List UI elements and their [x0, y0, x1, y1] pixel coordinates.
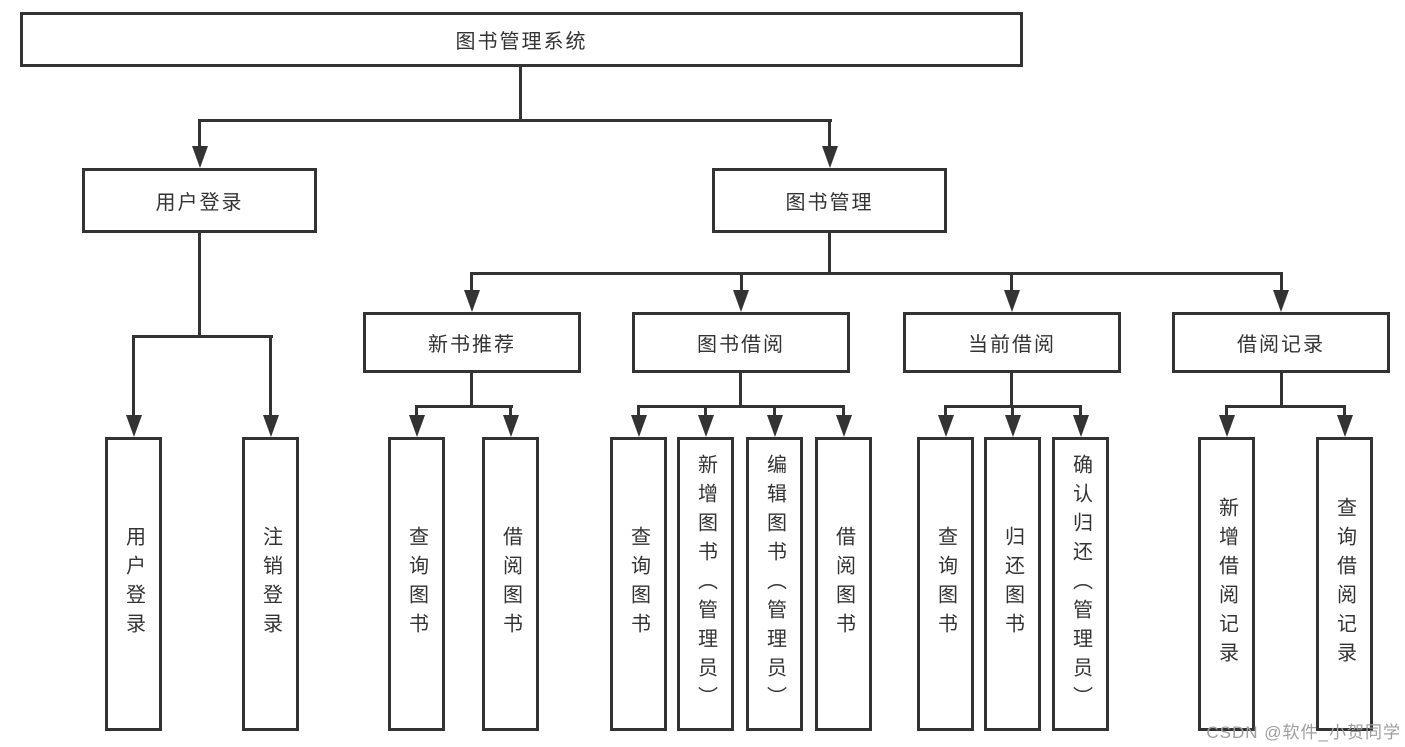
- leaf-cb-confirm-return-admin: 确认归还（管理员）: [1052, 437, 1109, 731]
- node-book-management: 图书管理: [712, 168, 947, 233]
- connector-borrow-record-crossbar: [1225, 405, 1346, 408]
- connector-user-login-crossbar: [132, 335, 273, 338]
- arrowhead-current-borrow: [1004, 290, 1020, 312]
- arrowhead-cb-return: [1005, 415, 1021, 437]
- arrowhead-leaf-logout: [263, 415, 279, 437]
- connector-drop-br-query: [1343, 405, 1346, 415]
- connector-drop-new-book-recommend: [470, 272, 473, 290]
- leaf-nbr-borrow-books-label: 借阅图书: [499, 526, 522, 642]
- root-node-label: 图书管理系统: [455, 31, 588, 53]
- leaf-logout: 注销登录: [242, 437, 299, 731]
- node-current-borrow-label: 当前借阅: [968, 334, 1056, 356]
- arrowhead-new-book-recommend: [464, 290, 480, 312]
- connector-drop-book-management: [828, 119, 831, 147]
- arrowhead-br-query: [1337, 415, 1353, 437]
- arrowhead-nbr-borrow: [503, 415, 519, 437]
- connector-drop-br-add: [1225, 405, 1228, 415]
- connector-drop-leaf-user-login: [132, 335, 135, 415]
- connector-drop-book-borrow: [740, 272, 743, 290]
- leaf-logout-label: 注销登录: [259, 526, 282, 642]
- leaf-bb-edit-books-admin-label: 编辑图书（管理员）: [763, 453, 786, 715]
- connector-drop-cb-query: [944, 405, 947, 415]
- arrowhead-cb-query: [938, 415, 954, 437]
- connector-drop-cb-confirm: [1079, 405, 1082, 415]
- connector-drop-cb-return: [1011, 405, 1014, 415]
- connector-borrow-record-stem: [1280, 373, 1283, 408]
- leaf-br-query-record: 查询借阅记录: [1316, 437, 1373, 731]
- arrowhead-leaf-user-login: [126, 415, 142, 437]
- leaf-br-add-record-label: 新增借阅记录: [1215, 497, 1238, 671]
- node-user-login-label: 用户登录: [155, 192, 244, 214]
- connector-drop-current-borrow: [1010, 272, 1013, 290]
- leaf-user-login: 用户登录: [105, 437, 162, 731]
- leaf-bb-borrow-books: 借阅图书: [815, 437, 872, 731]
- arrowhead-cb-confirm: [1073, 415, 1089, 437]
- connector-drop-leaf-logout: [269, 335, 272, 415]
- connector-current-borrow-stem: [1010, 373, 1013, 408]
- connector-drop-bb-query: [637, 405, 640, 415]
- leaf-nbr-query-books: 查询图书: [388, 437, 445, 731]
- connector-user-login-stem: [198, 233, 201, 338]
- leaf-br-add-record: 新增借阅记录: [1198, 437, 1255, 731]
- leaf-bb-query-books: 查询图书: [610, 437, 667, 731]
- arrowhead-user-login: [192, 146, 208, 168]
- connector-drop-bb-add: [704, 405, 707, 415]
- connector-drop-bb-edit: [773, 405, 776, 415]
- arrowhead-br-add: [1219, 415, 1235, 437]
- connector-drop-nbr-borrow: [509, 405, 512, 415]
- leaf-nbr-query-books-label: 查询图书: [405, 526, 428, 642]
- connector-book-borrow-stem: [739, 373, 742, 408]
- leaf-cb-return-books: 归还图书: [984, 437, 1041, 731]
- leaf-br-query-record-label: 查询借阅记录: [1333, 497, 1356, 671]
- connector-drop-borrow-record: [1280, 272, 1283, 290]
- node-book-borrow-label: 图书借阅: [697, 334, 785, 356]
- leaf-user-login-label: 用户登录: [122, 526, 145, 642]
- leaf-bb-add-books-admin: 新增图书（管理员）: [677, 437, 734, 731]
- connector-drop-nbr-query: [415, 405, 418, 415]
- node-borrow-record-label: 借阅记录: [1237, 334, 1325, 356]
- connector-drop-bb-borrow: [842, 405, 845, 415]
- leaf-cb-query-books-label: 查询图书: [934, 526, 957, 642]
- connector-new-book-recommend-crossbar: [415, 405, 513, 408]
- node-borrow-record: 借阅记录: [1172, 312, 1390, 373]
- leaf-bb-add-books-admin-label: 新增图书（管理员）: [694, 453, 717, 715]
- connector-root-stem: [519, 67, 522, 122]
- connector-book-management-crossbar: [470, 272, 1283, 275]
- root-node-library-management-system: 图书管理系统: [20, 12, 1023, 67]
- node-new-book-recommend-label: 新书推荐: [428, 334, 516, 356]
- arrowhead-bb-borrow: [836, 415, 852, 437]
- leaf-cb-query-books: 查询图书: [917, 437, 974, 731]
- arrowhead-bb-add: [698, 415, 714, 437]
- node-new-book-recommend: 新书推荐: [363, 312, 581, 373]
- connector-book-management-stem: [828, 233, 831, 275]
- node-book-management-label: 图书管理: [785, 192, 874, 214]
- csdn-watermark: CSDN @软件_小贺同学: [1206, 723, 1401, 742]
- leaf-bb-borrow-books-label: 借阅图书: [832, 526, 855, 642]
- connector-drop-user-login: [198, 119, 201, 147]
- arrowhead-bb-query: [631, 415, 647, 437]
- node-user-login: 用户登录: [82, 168, 317, 233]
- node-book-borrow: 图书借阅: [632, 312, 850, 373]
- arrowhead-book-management: [822, 146, 838, 168]
- leaf-cb-return-books-label: 归还图书: [1001, 526, 1024, 642]
- node-current-borrow: 当前借阅: [903, 312, 1121, 373]
- leaf-bb-edit-books-admin: 编辑图书（管理员）: [746, 437, 803, 731]
- leaf-bb-query-books-label: 查询图书: [627, 526, 650, 642]
- connector-new-book-recommend-stem: [470, 373, 473, 408]
- arrowhead-book-borrow: [733, 290, 749, 312]
- leaf-cb-confirm-return-admin-label: 确认归还（管理员）: [1069, 453, 1092, 715]
- arrowhead-borrow-record: [1273, 290, 1289, 312]
- connector-root-crossbar: [198, 119, 832, 122]
- leaf-nbr-borrow-books: 借阅图书: [482, 437, 539, 731]
- arrowhead-nbr-query: [409, 415, 425, 437]
- arrowhead-bb-edit: [767, 415, 783, 437]
- connector-book-borrow-crossbar: [637, 405, 845, 408]
